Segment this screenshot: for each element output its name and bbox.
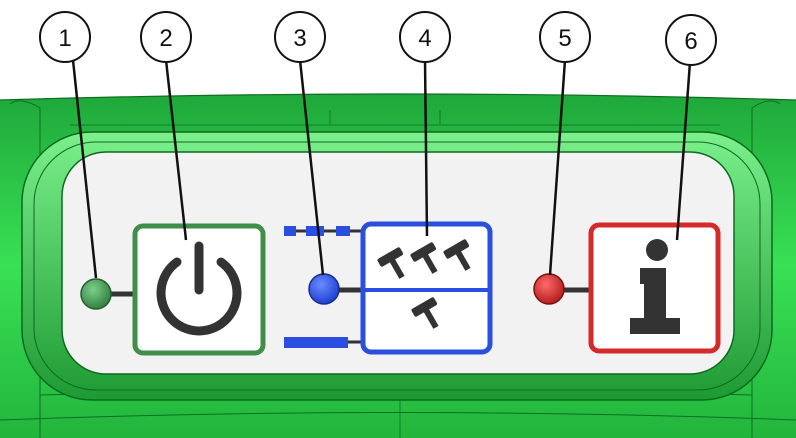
hammer-single-icon: [411, 297, 439, 329]
info-icon: [630, 239, 680, 334]
svg-text:5: 5: [558, 25, 571, 52]
callout-4: 4: [399, 11, 451, 63]
power-button[interactable]: [132, 223, 266, 356]
callout-3: 3: [274, 11, 326, 63]
svg-text:6: 6: [684, 28, 697, 55]
svg-text:3: 3: [293, 25, 306, 52]
svg-text:1: 1: [58, 25, 71, 52]
callout-1: 1: [39, 11, 91, 63]
svg-text:4: 4: [418, 25, 431, 52]
hammer-triple-icon: [377, 239, 471, 279]
power-icon: [156, 241, 242, 336]
callout-6: 6: [665, 14, 717, 66]
callout-2: 2: [140, 11, 192, 63]
callout-5: 5: [539, 11, 591, 63]
callout-leaders: [71, 59, 692, 279]
green-indicator-led: [80, 278, 134, 310]
hammer-mode-button[interactable]: [360, 221, 493, 355]
mode-indicator-segments: [284, 226, 362, 348]
svg-text:2: 2: [159, 25, 172, 52]
info-button[interactable]: [588, 222, 721, 354]
